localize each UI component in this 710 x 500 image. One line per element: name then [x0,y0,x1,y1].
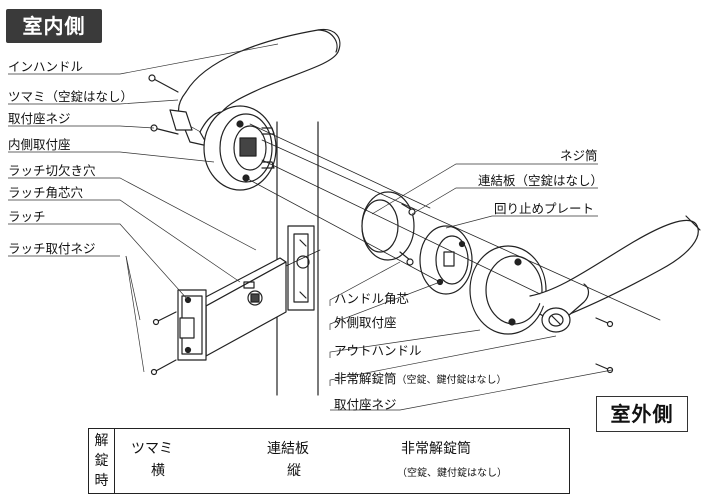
indoor-handle [169,28,341,147]
strike-plate [287,225,315,311]
label-latch-square-hole: ラッチ角芯穴 [8,185,84,200]
label-stop-plate: 回り止めプレート [494,201,595,216]
legend-title: 解 錠 時 [89,429,115,493]
label-latch-screw: ラッチ取付ネジ [8,241,96,256]
spindle-axis-lines [245,123,661,321]
indoor-mount-screws [148,74,179,135]
legend-title-char: 解 [94,433,109,449]
label-outer-mount-screw: 取付座ネジ [334,397,397,412]
label-latch-notch: ラッチ切欠き穴 [8,163,96,178]
legend-knob-label: ツマミ [131,441,173,457]
label-mount-screw: 取付座ネジ [8,111,71,126]
legend-link-label: 連結板 [267,441,309,457]
unlock-legend: 解 錠 時 ツマミ 横 連結板 縦 非常解錠筒 （空錠、鍵付錠はなし） [88,428,570,494]
legend-emergency-label: 非常解錠筒 [401,441,471,457]
label-link-plate: 連結板（空錠はなし） [478,173,604,188]
outer-mount-rose [469,245,547,335]
label-inner-mount: 内側取付座 [8,137,71,152]
label-screw-tube: ネジ筒 [560,148,598,163]
label-emergency-tube-main: 非常解錠筒 [334,371,397,386]
label-in-handle: インハンドル [8,59,84,74]
leader-lines [8,43,613,411]
label-latch: ラッチ [8,209,46,224]
legend-link-orientation: 縦 [287,463,301,479]
label-emergency-tube-note: （空錠、鍵付錠はなし） [396,375,507,386]
stop-plate [419,225,473,295]
outdoor-side-badge: 室外側 [596,396,688,432]
outdoor-handle [529,215,701,333]
legend-emergency-note: （空錠、鍵付錠はなし） [397,468,507,479]
label-emergency-tube: 非常解錠筒（空錠、鍵付錠はなし） [334,371,507,388]
label-outer-mount: 外側取付座 [334,315,397,330]
indoor-side-badge: 室内側 [6,9,102,43]
label-knob: ツマミ（空錠はなし） [8,89,134,104]
legend-knob-orientation: 横 [151,463,165,479]
screw-tube-disc [361,191,416,266]
legend-title-char: 時 [94,473,109,489]
legend-title-char: 錠 [94,453,109,469]
label-handle-spindle: ハンドル角芯 [334,291,410,306]
inner-mount-rose [203,105,277,191]
latch-screws [150,311,177,376]
outdoor-mount-screws [595,317,614,374]
latch-body [177,257,287,361]
label-out-handle: アウトハンドル [334,343,422,358]
